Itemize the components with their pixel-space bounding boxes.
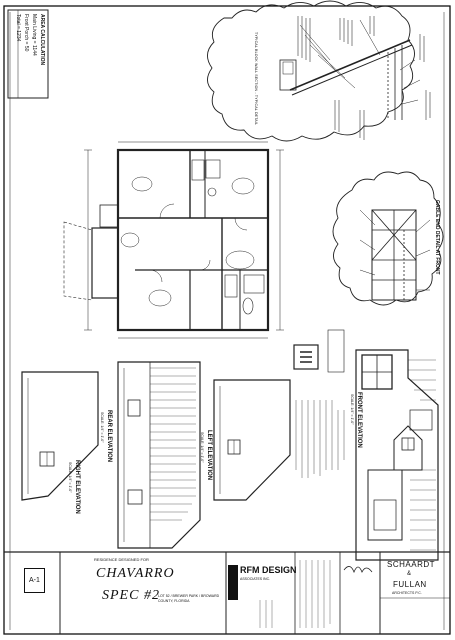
area-row-total: Total = 1234 [15, 14, 21, 42]
gable-end-detail [332, 171, 444, 306]
rear-elevation-scale: SCALE: 1/4" = 1'-0" [100, 412, 104, 443]
firm-name: RFM DESIGN [240, 565, 297, 575]
gable-detail-title: GABLE END DETAIL AT FRONT [434, 200, 440, 275]
rear-elevation-title: REAR ELEVATION [106, 410, 112, 463]
left-elevation-drawing [213, 379, 291, 501]
right-elevation-title: RIGHT ELEVATION [74, 460, 80, 514]
front-elevation-scale: SCALE: 1/4" = 1'-0" [350, 394, 354, 425]
wall-section-detail [207, 0, 431, 142]
left-elevation-title: LEFT ELEVATION [206, 430, 212, 481]
front-elevation-drawing [355, 349, 439, 561]
area-calc-text: AREA CALCULATION Main Living = 1144 Fron… [14, 14, 46, 65]
project-name: CHAVARRO [96, 566, 175, 581]
architect-name-2: FULLAN [393, 580, 427, 589]
lot-info: LOT 52 / BREWER PARK / BROWARD COUNTY, F… [158, 594, 220, 603]
area-calc-title: AREA CALCULATION [39, 14, 45, 66]
area-row-porch: Front Porch = 50 [23, 14, 29, 52]
architect-subtitle: ARCHITECTS P.C. [392, 591, 422, 595]
left-elevation-scale: SCALE: 1/4" = 1'-0" [200, 432, 204, 463]
firm-subtitle: ASSOCIATES INC. [240, 577, 271, 581]
floor-plan [63, 141, 284, 339]
wall-section-title: TYPICAL BLOCK WALL SECTION - TYPICAL DET… [254, 32, 258, 126]
general-notes [295, 400, 345, 478]
title-block-frame [4, 551, 450, 634]
area-row-living: Main Living = 1144 [31, 14, 37, 56]
north-arrow [293, 329, 345, 373]
project-subtitle: SPEC #2 [102, 588, 160, 603]
architect-ampersand: & [407, 571, 412, 577]
area-calc-box [7, 9, 49, 99]
sheet-border [3, 5, 451, 635]
architect-name-1: SCHAARDT [387, 560, 436, 569]
right-elevation-drawing [21, 371, 99, 501]
residence-for-label: RESIDENCE DESIGNED FOR [94, 557, 149, 562]
rear-elevation-drawing [117, 361, 201, 549]
right-elevation-scale: SCALE: 1/4" = 1'-0" [68, 462, 72, 493]
sheet-number: A-1 [24, 568, 45, 593]
front-elevation-title: FRONT ELEVATION [356, 392, 362, 448]
